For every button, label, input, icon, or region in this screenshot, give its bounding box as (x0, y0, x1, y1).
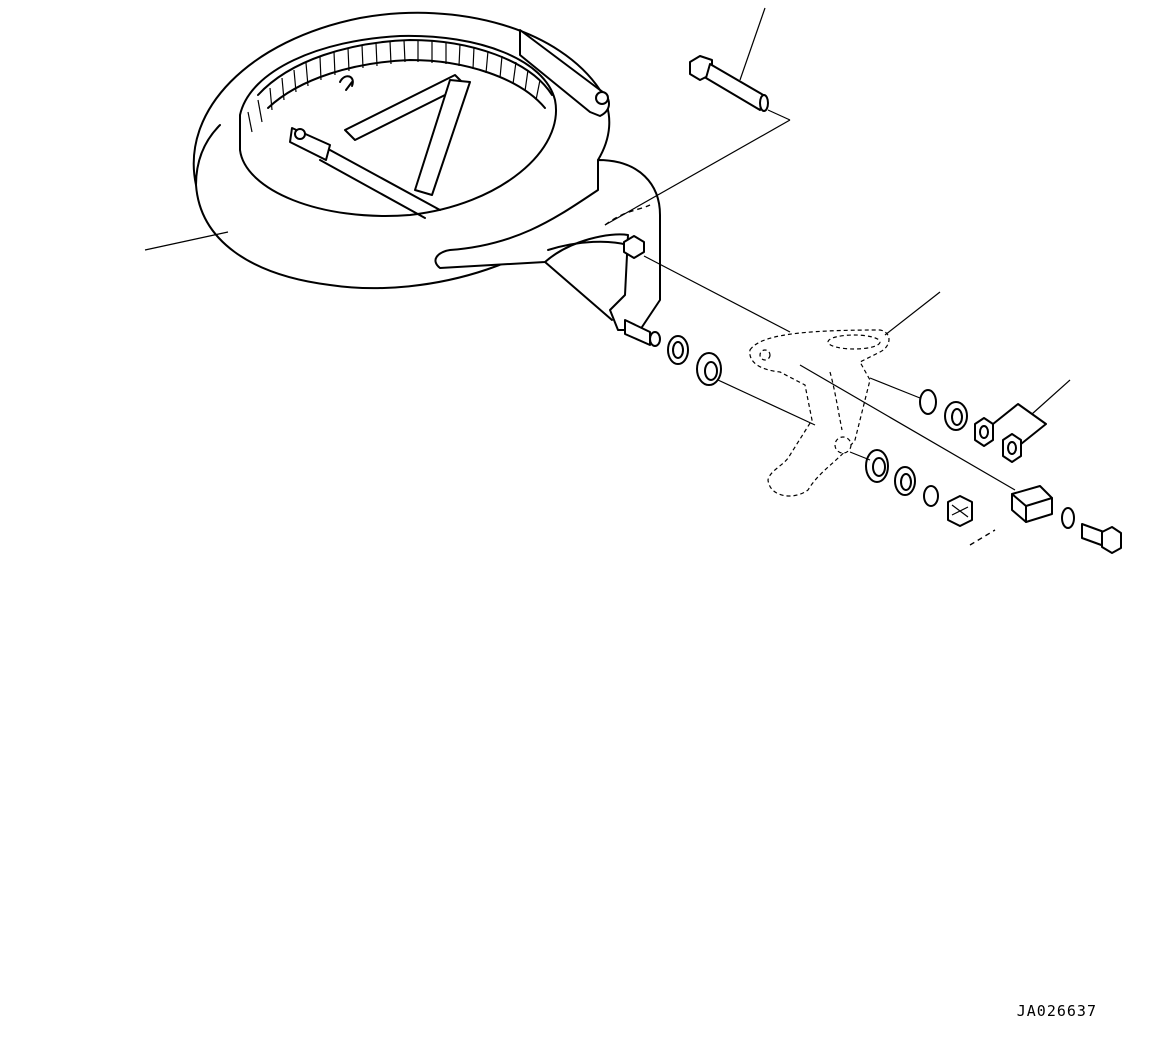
ring-frame-icon (192, 11, 661, 347)
bolt-icon (1011, 485, 1122, 554)
bushing-icon (865, 449, 996, 546)
leader-lines (144, 7, 1071, 491)
bushing-icon (667, 335, 722, 386)
nut-icon (919, 389, 1047, 463)
bracket-icon (749, 329, 890, 497)
bolt-icon (689, 55, 769, 112)
drawing-id-label: JA026637 (1016, 1002, 1097, 1020)
